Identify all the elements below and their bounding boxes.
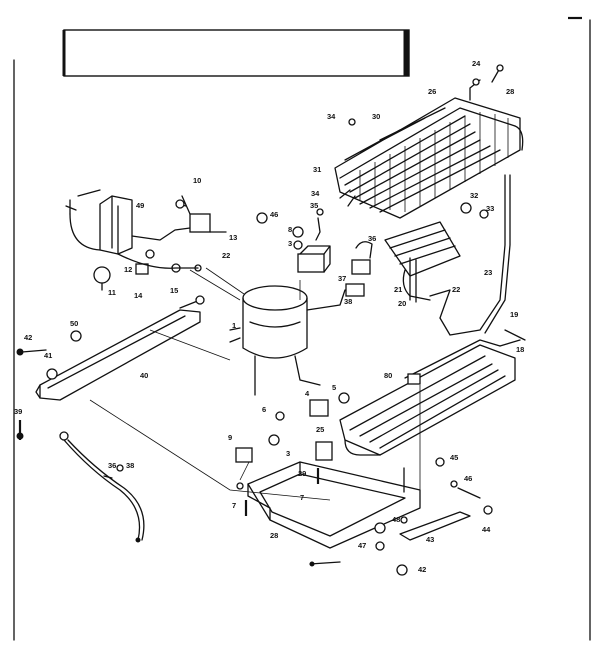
label-3: 3 bbox=[286, 449, 290, 458]
label-1: 1 bbox=[232, 321, 236, 330]
label-25: 25 bbox=[316, 425, 324, 434]
condenser-coil bbox=[384, 221, 461, 319]
label-36: 36 bbox=[368, 234, 376, 243]
control-harness bbox=[65, 189, 245, 301]
label-6: 6 bbox=[262, 405, 266, 414]
label-44: 44 bbox=[482, 525, 491, 534]
label-22: 22 bbox=[222, 251, 230, 260]
label-19: 19 bbox=[510, 310, 518, 319]
label-7: 7 bbox=[232, 501, 236, 510]
right-bottom-hardware bbox=[374, 457, 493, 576]
label-11: 11 bbox=[108, 288, 116, 297]
label-23: 23 bbox=[484, 268, 492, 277]
label-47: 47 bbox=[358, 541, 366, 550]
compressor bbox=[229, 285, 346, 396]
label-21: 21 bbox=[394, 285, 402, 294]
label-29: 29 bbox=[298, 469, 306, 478]
relay-components bbox=[256, 208, 373, 297]
label-28: 28 bbox=[506, 87, 514, 96]
condenser-assembly bbox=[339, 329, 526, 456]
label-41: 41 bbox=[44, 351, 52, 360]
label-36: 36 bbox=[108, 461, 116, 470]
label-24: 24 bbox=[472, 59, 481, 68]
title-box bbox=[62, 29, 410, 77]
label-42: 42 bbox=[24, 333, 32, 342]
label-13: 13 bbox=[229, 233, 237, 242]
evaporator-coil bbox=[334, 64, 524, 336]
label-7: 7 bbox=[300, 493, 304, 502]
label-43: 43 bbox=[426, 535, 434, 544]
label-3: 3 bbox=[288, 239, 292, 248]
label-46: 46 bbox=[270, 210, 278, 219]
label-5: 5 bbox=[332, 383, 336, 392]
part-labels: 24 26 28 30 34 34 31 32 33 10 49 13 46 3… bbox=[14, 59, 524, 574]
diagram-frame bbox=[13, 16, 591, 641]
label-35: 35 bbox=[310, 201, 318, 210]
label-49: 49 bbox=[136, 201, 144, 210]
label-37: 37 bbox=[338, 274, 346, 283]
label-15: 15 bbox=[170, 286, 178, 295]
label-10: 10 bbox=[193, 176, 201, 185]
label-31: 31 bbox=[313, 165, 321, 174]
label-14: 14 bbox=[134, 291, 143, 300]
label-50: 50 bbox=[70, 319, 78, 328]
label-39: 39 bbox=[14, 407, 22, 416]
power-cord bbox=[16, 420, 145, 543]
label-38: 38 bbox=[344, 297, 352, 306]
label-38: 38 bbox=[126, 461, 134, 470]
label-33: 33 bbox=[486, 204, 494, 213]
label-45: 45 bbox=[450, 453, 458, 462]
label-80: 80 bbox=[384, 371, 392, 380]
label-42: 42 bbox=[418, 565, 426, 574]
label-40: 40 bbox=[140, 371, 148, 380]
label-34: 34 bbox=[311, 189, 320, 198]
label-48: 48 bbox=[392, 515, 400, 524]
mounting-rail-left bbox=[16, 295, 205, 401]
label-18: 18 bbox=[516, 345, 524, 354]
label-46: 46 bbox=[464, 474, 472, 483]
label-28: 28 bbox=[270, 531, 278, 540]
label-12: 12 bbox=[124, 265, 132, 274]
label-26: 26 bbox=[428, 87, 436, 96]
label-30: 30 bbox=[372, 112, 380, 121]
label-20: 20 bbox=[398, 299, 406, 308]
base-frame bbox=[235, 392, 421, 567]
label-32: 32 bbox=[470, 191, 478, 200]
label-34: 34 bbox=[327, 112, 336, 121]
label-8: 8 bbox=[288, 225, 292, 234]
label-4: 4 bbox=[305, 389, 310, 398]
label-9: 9 bbox=[228, 433, 232, 442]
label-22: 22 bbox=[452, 285, 460, 294]
